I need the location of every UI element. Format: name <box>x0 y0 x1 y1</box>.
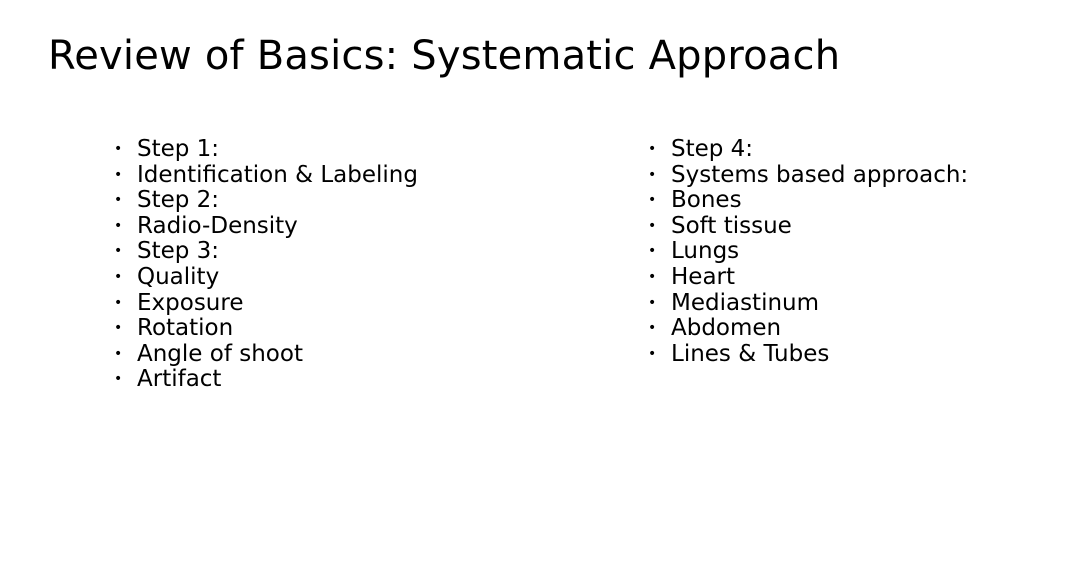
bullet-icon: • <box>648 294 657 311</box>
list-item: • Step 4: <box>644 136 1064 163</box>
list-item-text: Step 2: <box>137 187 220 214</box>
list-item-text: Soft tissue <box>671 212 792 239</box>
list-item: • Soft tissue <box>644 212 1064 240</box>
slide-title: Review of Basics: Systematic Approach <box>48 33 841 79</box>
list-item-text: Systems based approach: <box>671 161 969 188</box>
list-item: • Artifact <box>110 367 570 393</box>
left-bullet-list: • Step 1: • Identification & Labeling • Ste… <box>110 136 570 393</box>
bullet-icon: • <box>114 294 123 311</box>
bullet-icon: • <box>114 320 123 337</box>
bullet-icon: • <box>114 141 123 157</box>
bullet-icon: • <box>648 166 657 183</box>
list-item-text: Quality <box>137 263 220 290</box>
list-item: • Step 1: <box>110 136 570 163</box>
list-item: • Step 3: <box>110 239 570 265</box>
bullet-icon: • <box>648 217 657 234</box>
bullet-icon: • <box>114 243 123 260</box>
list-item: • Angle of shoot <box>110 340 570 368</box>
list-item: • Lungs <box>644 239 1064 265</box>
list-item: • Lines & Tubes <box>644 340 1064 368</box>
bullet-icon: • <box>114 371 123 388</box>
bullet-icon: • <box>648 141 657 157</box>
list-item: • Exposure <box>110 289 570 317</box>
list-item-text: Abdomen <box>671 315 782 342</box>
bullet-icon: • <box>114 217 123 234</box>
list-item-text: Lines & Tubes <box>671 340 830 367</box>
bullet-icon: • <box>114 166 123 183</box>
list-item-text: Exposure <box>137 289 244 316</box>
bullet-icon: • <box>114 268 123 285</box>
list-item: • Abdomen <box>644 315 1064 342</box>
list-item: • Systems based approach: <box>644 161 1064 189</box>
list-item-text: Artifact <box>137 366 222 393</box>
list-item-text: Rotation <box>137 315 234 342</box>
list-item-text: Lungs <box>671 238 740 265</box>
list-item: • Quality <box>110 263 570 291</box>
bullet-icon: • <box>648 320 657 337</box>
list-item-text: Angle of shoot <box>137 340 303 367</box>
list-item-text: Heart <box>671 263 736 290</box>
bullet-icon: • <box>648 345 657 362</box>
bullet-icon: • <box>114 192 123 209</box>
list-item-text: Step 1: <box>137 136 220 162</box>
list-item-text: Identification & Labeling <box>137 161 418 188</box>
list-item-text: Mediastinum <box>671 289 820 316</box>
list-item-text: Step 3: <box>137 238 220 265</box>
bullet-icon: • <box>648 268 657 285</box>
list-item: • Mediastinum <box>644 289 1064 317</box>
bullet-icon: • <box>114 345 123 362</box>
list-item: • Identification & Labeling <box>110 161 570 189</box>
list-item: • Bones <box>644 187 1064 214</box>
list-item-text: Radio-Density <box>137 212 298 239</box>
list-item: • Step 2: <box>110 187 570 214</box>
bullet-icon: • <box>648 192 657 209</box>
right-bullet-list: • Step 4: • Systems based approach: • Bones… <box>644 136 1064 368</box>
list-item-text: Step 4: <box>671 136 754 162</box>
list-item-text: Bones <box>671 187 742 214</box>
list-item: • Rotation <box>110 315 570 342</box>
bullet-icon: • <box>648 243 657 260</box>
list-item: • Radio-Density <box>110 212 570 240</box>
list-item: • Heart <box>644 263 1064 291</box>
